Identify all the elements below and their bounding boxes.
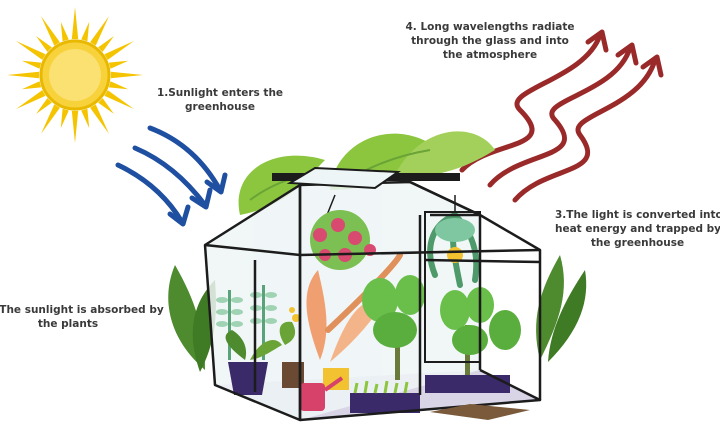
sun-ray <box>60 21 69 42</box>
sun-ray <box>41 16 60 46</box>
sun-ray <box>41 104 60 134</box>
planter-box <box>425 375 510 393</box>
outgoing-arrow-2 <box>487 42 639 188</box>
sun-ray <box>104 41 134 60</box>
outgoing-arrow-1 <box>459 29 609 173</box>
sun-ray <box>71 7 79 40</box>
sun-ray <box>98 36 114 52</box>
greenhouse-frame <box>203 180 542 422</box>
sun-ray <box>16 90 46 109</box>
outgoing-arrow-3 <box>512 54 664 203</box>
incoming-arrow-3 <box>115 162 191 227</box>
label-step-1: 1.Sunlight enters the greenhouse <box>150 86 290 114</box>
sun-ray <box>36 98 52 114</box>
incoming-sunlight-arrows <box>115 125 228 227</box>
label-step-4-line-3: the atmosphere <box>442 49 538 61</box>
door-frame <box>424 211 481 363</box>
label-step-1-line-1: 1.Sunlight enters the <box>156 87 284 99</box>
sun-ray <box>90 16 109 46</box>
label-step-2: 2.The sunlight is absorbed by the plants <box>0 303 164 331</box>
sun-ray <box>71 110 79 143</box>
pot-brown <box>282 362 304 388</box>
sun-ray <box>110 71 143 79</box>
pot-purple <box>228 362 268 395</box>
incoming-arrow-1 <box>147 125 228 195</box>
label-step-4-line-1: 4. Long wavelengths radiate <box>405 21 575 33</box>
plants <box>216 194 521 413</box>
sun-ray <box>81 21 90 42</box>
sun-ray <box>81 108 90 129</box>
label-step-2-line-1: 2.The sunlight is absorbed by <box>0 304 164 316</box>
label-step-3-line-1: 3.The light is converted into <box>555 209 720 221</box>
seedling-tray <box>350 380 420 413</box>
label-step-3: 3.The light is converted into heat energ… <box>555 208 720 250</box>
sun-ray <box>104 90 134 109</box>
label-step-4-line-2: through the glass and into <box>411 35 569 47</box>
plant-fern <box>216 285 277 360</box>
label-step-3-line-3: the greenhouse <box>590 237 685 249</box>
sun-ray <box>21 60 42 69</box>
label-step-1-line-2: greenhouse <box>185 101 255 113</box>
sun-ray <box>90 104 109 134</box>
sun-ray <box>21 81 42 90</box>
sun-rays <box>7 7 143 143</box>
roof-vent <box>286 166 401 190</box>
sun-ray <box>36 36 52 52</box>
doormat <box>430 404 530 420</box>
sun-ray <box>98 98 114 114</box>
sun-ray <box>108 60 129 69</box>
sun-icon <box>7 7 143 143</box>
label-step-2-line-2: the plants <box>37 318 99 330</box>
sun-ray <box>60 108 69 129</box>
watering-can-icon <box>300 376 344 411</box>
outgoing-radiation-arrows <box>459 29 664 203</box>
sun-ray <box>16 41 46 60</box>
incoming-arrow-2 <box>132 145 213 210</box>
sun-ray <box>108 81 129 90</box>
right-side-leaves <box>536 255 587 362</box>
label-step-3-line-2: heat energy and trapped by <box>555 223 720 235</box>
label-step-4: 4. Long wavelengths radiate through the … <box>395 20 585 62</box>
sun-ray <box>7 71 40 79</box>
